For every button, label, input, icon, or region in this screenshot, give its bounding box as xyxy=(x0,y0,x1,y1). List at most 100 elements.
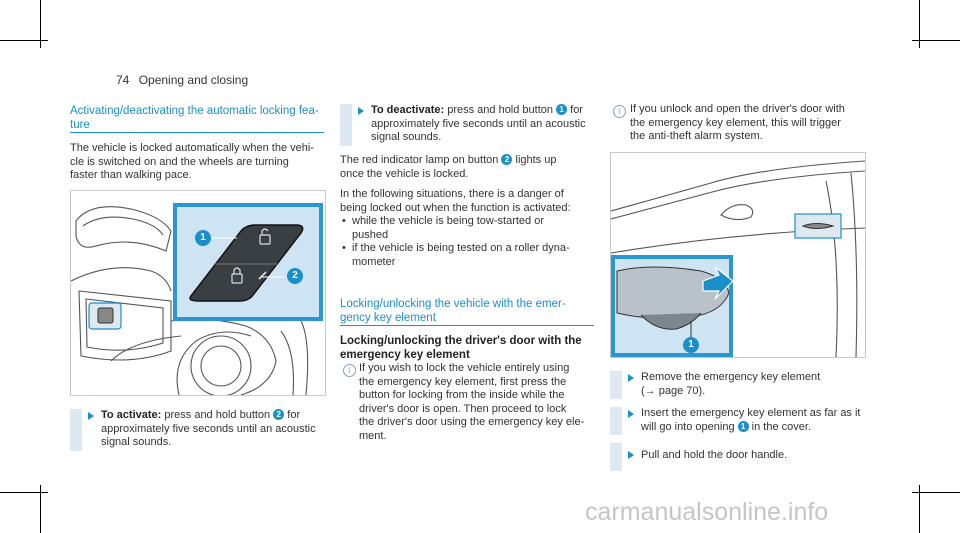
step-arrow-icon xyxy=(628,374,634,382)
text-line: Remove the emergency key element xyxy=(641,371,821,383)
step-bar xyxy=(610,407,622,435)
page-link[interactable]: (→ page 70). xyxy=(641,384,706,397)
info-icon: i xyxy=(343,364,356,377)
step-activate: To activate: press and hold button 2 for… xyxy=(70,409,324,451)
text-line: the emergency key element, first press t… xyxy=(359,375,567,388)
text-line: once the vehicle is locked. xyxy=(340,167,469,180)
button-ref-1: 1 xyxy=(556,104,568,115)
section-title-line: ture xyxy=(70,119,90,131)
text-span: for xyxy=(284,409,301,421)
text-line: pushed xyxy=(352,228,389,241)
text-span: press and hold button xyxy=(444,104,557,116)
step-arrow-icon xyxy=(628,410,634,418)
text-line: mometer xyxy=(352,255,396,268)
door-handle-illustration xyxy=(611,160,865,357)
step-bar xyxy=(340,104,352,146)
section-title-line: Locking/unlocking the vehicle with the e… xyxy=(340,298,566,310)
section-title-line: Activating/deactivating the automatic lo… xyxy=(70,105,319,117)
sub-title-line: Locking/unlocking the driver's door with… xyxy=(340,335,582,347)
text-line: button for locking from the inside while… xyxy=(359,389,565,402)
step-remove-key: Remove the emergency key element (→ page… xyxy=(610,371,864,399)
text-line: signal sounds. xyxy=(371,131,442,144)
crop-mark xyxy=(919,485,920,533)
opening-ref-1: 1 xyxy=(737,420,749,432)
section-title-line: gency key element xyxy=(340,312,436,324)
info-note-lock: If you wish to lock the vehicle entirely… xyxy=(359,362,584,444)
section-rule xyxy=(340,325,594,326)
direction-arrow-icon xyxy=(702,266,734,300)
door-panel-illustration xyxy=(71,203,323,395)
step-text: To activate: press and hold button 2 for… xyxy=(101,409,316,450)
text-line: driver's door is open. Then proceed to l… xyxy=(359,402,567,415)
step-bar xyxy=(610,443,622,471)
callout-1: 1 xyxy=(683,337,699,353)
text-span: will go into opening xyxy=(641,420,738,433)
text-span: in the cover. xyxy=(748,420,811,433)
bullet-list: while the vehicle is being tow-started o… xyxy=(340,215,571,269)
paragraph-indicator: The red indicator lamp on button 2 light… xyxy=(340,154,556,181)
crop-mark xyxy=(912,40,960,41)
step-label: To activate: xyxy=(101,409,162,421)
text-span: for xyxy=(567,104,583,116)
text-line: The vehicle is locked automatically when… xyxy=(70,142,314,154)
page-header: 74 Opening and closing xyxy=(116,73,248,87)
text-line: the emergency key element, this will tri… xyxy=(630,116,841,129)
text-span: press and hold button xyxy=(161,409,274,421)
step-bar xyxy=(70,409,82,451)
step-deactivate: To deactivate: press and hold button 1 f… xyxy=(340,104,594,146)
text-line: the driver's door using the emergency ke… xyxy=(359,416,585,429)
text-line: approximately five seconds until an acou… xyxy=(371,117,586,130)
step-arrow-icon xyxy=(358,107,364,115)
lock-icon xyxy=(231,267,243,284)
sub-title-drivers-door: Locking/unlocking the driver's door with… xyxy=(340,334,582,362)
step-pull-handle: Pull and hold the door handle. xyxy=(610,443,864,471)
step-arrow-icon xyxy=(88,412,94,420)
text-line: cle is switched on and the wheels are tu… xyxy=(70,155,289,168)
info-icon: i xyxy=(613,105,626,118)
text-line: faster than walking pace. xyxy=(70,169,192,182)
step-text: Remove the emergency key element (→ page… xyxy=(641,371,820,398)
section-title-emergency-key: Locking/unlocking the vehicle with the e… xyxy=(340,297,566,325)
list-item: while the vehicle is being tow-started o… xyxy=(340,215,571,242)
step-insert-key: Insert the emergency key element as far … xyxy=(610,407,864,435)
text-line: If you unlock and open the driver's door… xyxy=(630,103,845,115)
text-line: the anti-theft alarm system. xyxy=(630,130,763,143)
chapter-title: Opening and closing xyxy=(138,73,249,87)
crop-mark xyxy=(0,40,48,41)
button-ref-2: 2 xyxy=(273,409,285,420)
watermark: carmanualsonline.info xyxy=(585,498,829,526)
figure-door-handle: 1 xyxy=(610,152,866,358)
unlock-icon xyxy=(259,228,271,245)
crop-mark xyxy=(919,0,920,48)
text-span: lights up xyxy=(512,154,557,166)
text-line: In the following situations, there is a … xyxy=(340,188,564,200)
step-text: Insert the emergency key element as far … xyxy=(641,407,861,434)
text-line: If you wish to lock the vehicle entirely… xyxy=(359,362,570,374)
text-line: while the vehicle is being tow-started o… xyxy=(352,215,544,228)
paragraph-auto-locking: The vehicle is locked automatically when… xyxy=(70,142,314,183)
paragraph-danger: In the following situations, there is a … xyxy=(340,188,571,270)
text-line: Insert the emergency key element as far … xyxy=(641,407,861,419)
info-note-alarm: If you unlock and open the driver's door… xyxy=(630,103,845,144)
list-item: if the vehicle is being tested on a roll… xyxy=(340,242,571,269)
crop-mark xyxy=(40,0,41,48)
step-label: To deactivate: xyxy=(371,104,445,116)
step-bar xyxy=(610,371,622,399)
text-line: ment. xyxy=(359,429,387,442)
button-ref-2: 2 xyxy=(501,154,513,165)
text-line: signal sounds. xyxy=(101,436,172,449)
figure-door-panel: 1 2 xyxy=(70,190,326,396)
crop-mark xyxy=(912,492,960,493)
text-line: being locked out when the function is ac… xyxy=(340,201,571,214)
step-arrow-icon xyxy=(628,451,634,459)
page-number: 74 xyxy=(116,73,130,87)
step-text: Pull and hold the door handle. xyxy=(641,449,787,463)
section-rule xyxy=(70,132,324,133)
callout-2: 2 xyxy=(287,268,303,284)
text-line: Pull and hold the door handle. xyxy=(641,449,788,461)
callout-1: 1 xyxy=(195,230,211,246)
text-line: approximately five seconds until an acou… xyxy=(101,422,316,435)
section-title-auto-locking: Activating/deactivating the automatic lo… xyxy=(70,104,319,132)
text-line: if the vehicle is being tested on a roll… xyxy=(352,242,570,255)
crop-mark xyxy=(40,485,41,533)
